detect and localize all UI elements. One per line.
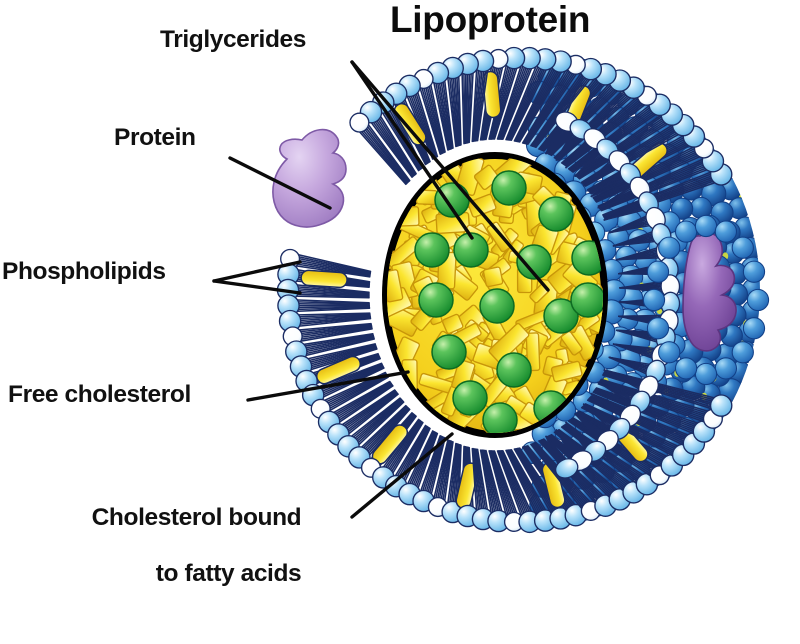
surface-phospholipid-head: [659, 237, 680, 258]
apolipoprotein-left: [273, 130, 346, 227]
cholesterol-bound-to-fatty-acid: [301, 270, 348, 288]
free-cholesterol-sphere: [435, 183, 469, 217]
free-cholesterol-sphere: [571, 283, 605, 317]
free-cholesterol-sphere: [492, 171, 526, 205]
label-phospholipids: Phospholipids: [2, 258, 166, 286]
surface-phospholipid-head: [743, 261, 764, 282]
free-cholesterol-sphere: [480, 289, 514, 323]
surface-phospholipid-head: [647, 261, 668, 282]
surface-accent-dot: [758, 254, 764, 262]
diagram-canvas: Lipoprotein Triglycerides Protein Phosph…: [0, 0, 800, 541]
surface-phospholipid-head: [676, 221, 697, 242]
surface-phospholipid-head: [676, 358, 697, 379]
lipoprotein-sphere: [273, 48, 769, 533]
surface-phospholipid-head: [695, 363, 716, 384]
surface-phospholipid-head: [695, 215, 716, 236]
label-bound-cholesterol-line1: Cholesterol bound: [92, 504, 302, 531]
phospholipid-head: [711, 395, 732, 416]
surface-phospholipid-head: [732, 342, 753, 363]
phospholipid-head: [350, 113, 369, 132]
free-cholesterol-sphere: [432, 335, 466, 369]
surface-phospholipid-head: [659, 342, 680, 363]
page-title: Lipoprotein: [390, 0, 590, 42]
phospholipid-tail: [464, 65, 465, 143]
surface-phospholipid-head: [747, 289, 768, 310]
free-cholesterol-sphere: [453, 381, 487, 415]
surface-phospholipid-head: [715, 221, 736, 242]
label-bound-cholesterol: Cholesterol bound to fatty acids: [66, 476, 301, 644]
free-cholesterol-sphere: [419, 283, 453, 317]
triglyceride-block: [483, 267, 503, 287]
surface-phospholipid-head: [715, 358, 736, 379]
surface-phospholipid-head: [743, 318, 764, 339]
label-triglycerides: Triglycerides: [160, 26, 306, 54]
label-free-cholesterol: Free cholesterol: [8, 381, 191, 409]
label-protein: Protein: [114, 124, 196, 152]
free-cholesterol-sphere: [415, 233, 449, 267]
label-bound-cholesterol-line2: to fatty acids: [66, 560, 301, 588]
surface-phospholipid-head: [732, 237, 753, 258]
surface-phospholipid-head: [643, 289, 664, 310]
free-cholesterol-sphere: [497, 353, 531, 387]
surface-phospholipid-head: [647, 318, 668, 339]
free-cholesterol-sphere: [539, 197, 573, 231]
